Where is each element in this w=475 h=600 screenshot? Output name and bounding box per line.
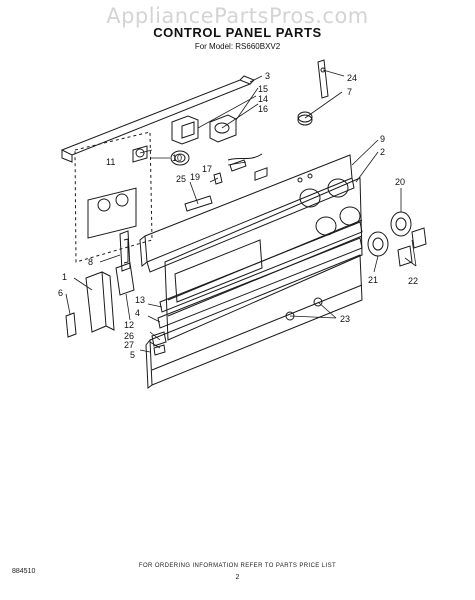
callout-2: 2 [380, 147, 385, 157]
ordering-note: FOR ORDERING INFORMATION REFER TO PARTS … [138, 563, 337, 569]
part-24-bracket [317, 59, 329, 99]
document-code: 884510 [12, 568, 36, 575]
callout-14: 14 [258, 94, 268, 104]
callout-25: 25 [176, 174, 186, 184]
callout-7: 7 [347, 87, 352, 97]
part-8-bracket [119, 230, 131, 272]
part-6-clip [65, 312, 77, 338]
callout-8: 8 [88, 257, 93, 267]
part-5-backguard [145, 254, 363, 389]
part-12-bracket [115, 262, 135, 296]
callout-20: 20 [395, 177, 405, 187]
part-20-knob [390, 211, 412, 237]
callout-15: 15 [258, 84, 268, 94]
page-title: CONTROL PANEL PARTS [153, 25, 322, 40]
model-number: For Model: RS660BXV2 [194, 42, 281, 51]
part-9-control-panel [139, 154, 355, 273]
callout-13: 13 [135, 295, 145, 305]
callout-21: 21 [368, 275, 378, 285]
part-13-trim [159, 221, 363, 313]
parts-26-27-small-parts [151, 331, 167, 356]
callout-labels: 3 15 14 16 24 7 9 2 10 11 17 25 19 20 21… [58, 71, 418, 360]
part-2-panel-frame [164, 177, 363, 341]
part-21-knob [367, 231, 389, 257]
callout-12: 12 [124, 320, 134, 330]
part-7-grommet [297, 111, 313, 126]
callout-5: 5 [130, 350, 135, 360]
callout-26: 26 [124, 331, 134, 341]
callout-17: 17 [202, 164, 212, 174]
parts-14-15-16-switches [170, 114, 237, 166]
parts-17-19-25-small-parts [184, 153, 263, 212]
part-3-trim-strip [60, 75, 255, 163]
callout-19: 19 [190, 172, 200, 182]
callout-3: 3 [265, 71, 270, 81]
page-number: 2 [235, 574, 240, 581]
callout-22: 22 [408, 276, 418, 286]
part-4-trim [157, 237, 363, 329]
callout-1: 1 [62, 272, 67, 282]
callout-6: 6 [58, 288, 63, 298]
part-22-knobs [397, 227, 427, 267]
callout-10: 10 [172, 153, 182, 163]
callout-4: 4 [135, 308, 140, 318]
callout-27: 27 [124, 340, 134, 350]
callout-9: 9 [380, 134, 385, 144]
callout-23: 23 [340, 314, 350, 324]
watermark: AppliancePartsPros.com [106, 4, 369, 28]
leader-lines [65, 69, 417, 353]
callout-24: 24 [347, 73, 357, 83]
callout-11: 11 [106, 157, 115, 167]
part-1-end-cap [85, 271, 115, 333]
callout-16: 16 [258, 104, 268, 114]
part-10-control-assembly [74, 131, 153, 263]
